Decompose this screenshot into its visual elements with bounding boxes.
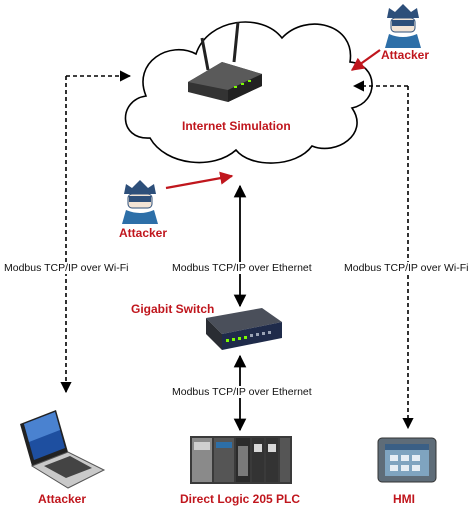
attacker-mid-label: Attacker	[119, 226, 168, 240]
hmi-icon	[377, 437, 437, 483]
laptop-icon	[20, 410, 106, 489]
router-icon	[188, 21, 262, 102]
laptop-label: Attacker	[38, 492, 87, 506]
internet-cloud	[124, 21, 373, 164]
center-top-link-label: Modbus TCP/IP over Ethernet	[172, 262, 312, 274]
left-link-label: Modbus TCP/IP over Wi-Fi	[4, 262, 129, 274]
attacker-icon	[122, 180, 158, 224]
cloud-label: Internet Simulation	[182, 119, 291, 133]
center-bottom-link-label: Modbus TCP/IP over Ethernet	[172, 386, 312, 398]
attack-arrow-top	[350, 49, 381, 71]
hmi-label: HMI	[393, 492, 415, 506]
attacker-icon	[385, 4, 421, 48]
attacker-top-label: Attacker	[381, 48, 430, 62]
plc-label: Direct Logic 205 PLC	[180, 492, 301, 506]
attack-arrow-mid	[165, 171, 234, 190]
switch-icon	[206, 308, 282, 350]
plc-icon	[190, 436, 292, 484]
right-link-label: Modbus TCP/IP over Wi-Fi	[344, 262, 469, 274]
switch-label: Gigabit Switch	[131, 302, 215, 316]
